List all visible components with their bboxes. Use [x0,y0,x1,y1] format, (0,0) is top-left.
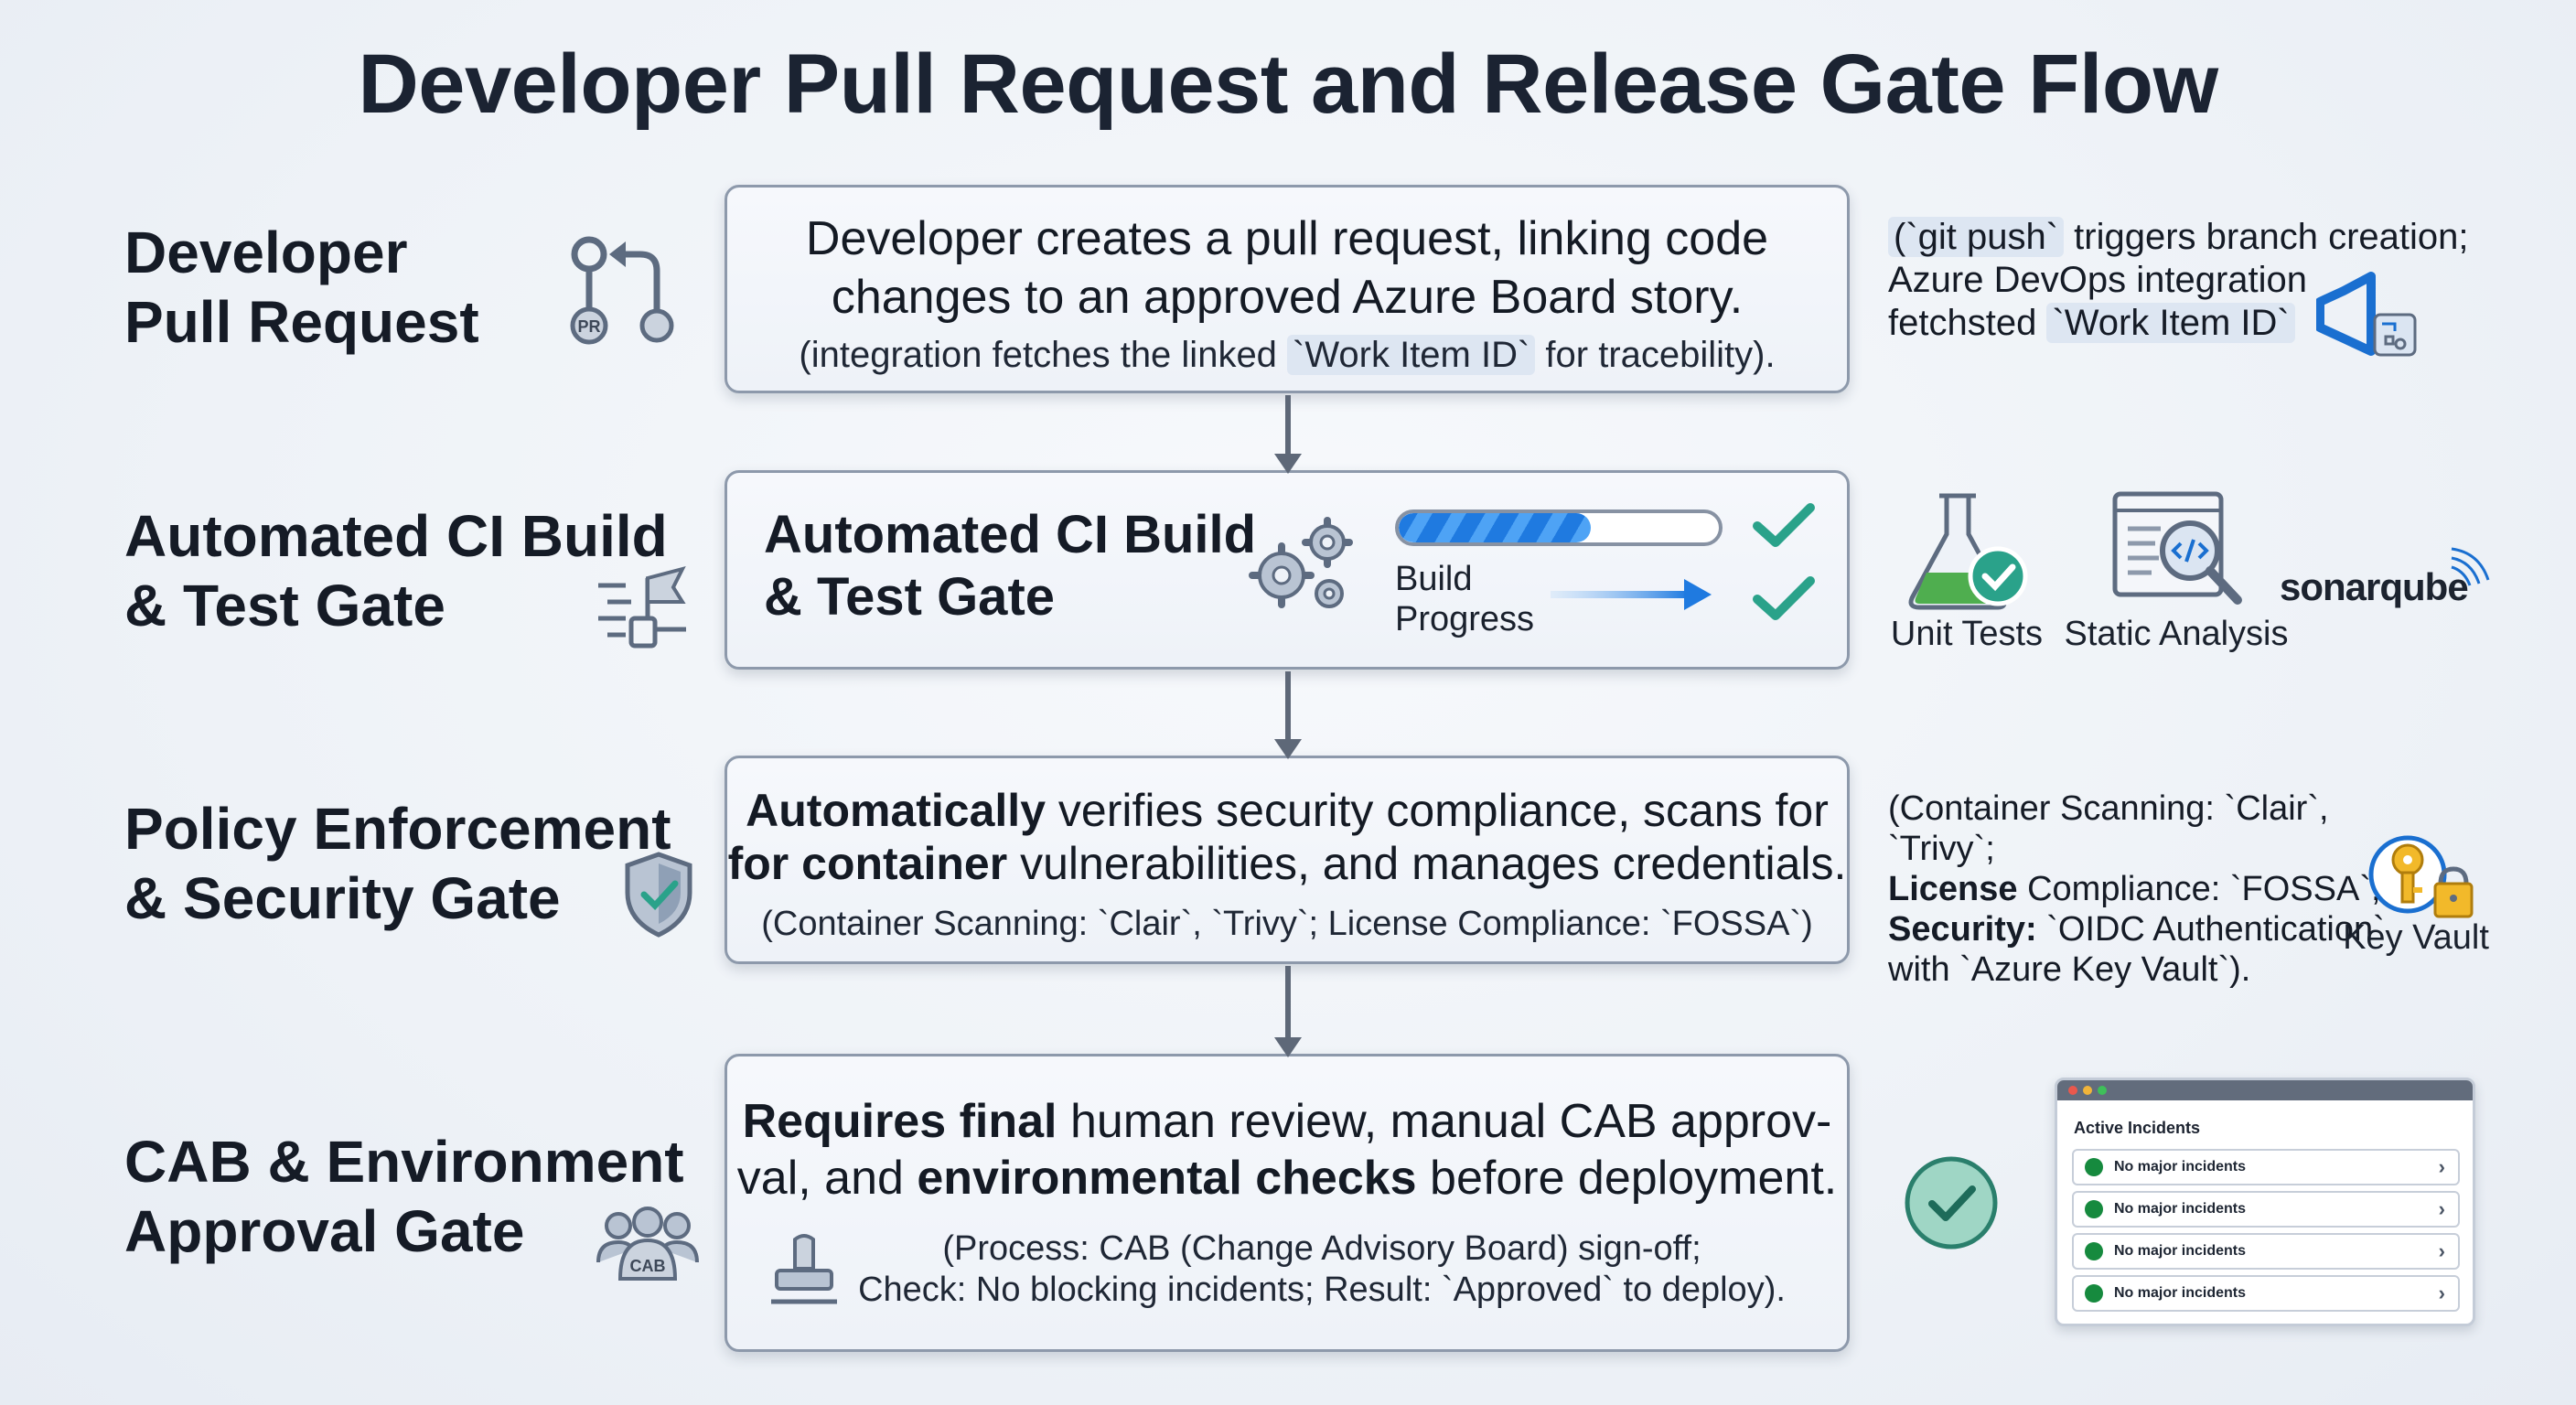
security-side-note: (Container Scanning: `Clair`, `Trivy`; L… [1888,789,2385,989]
pr-badge-text: PR [577,317,600,336]
approved-check-icon [1903,1154,2000,1256]
page-title: Developer Pull Request and Release Gate … [358,38,2218,131]
security-card-line2: for container vulnerabilities, and manag… [727,838,1847,889]
azure-devops-icon [2315,271,2417,361]
stage-label-security: Policy Enforcement & Security Gate [124,796,671,931]
maximize-dot-icon[interactable] [2098,1086,2107,1095]
arrow-right-icon [1551,572,1715,622]
status-dot-icon [2085,1158,2103,1176]
active-incidents-panel: Active Incidents No major incidents› No … [2055,1078,2475,1326]
minimize-dot-icon[interactable] [2083,1086,2092,1095]
cab-card-line2: val, and environmental checks before dep… [736,1152,1838,1205]
connector-line [1285,671,1291,743]
pr-card-line1: Developer creates a pull request, linkin… [805,212,1769,265]
static-analysis-label: Static Analysis [2064,615,2289,653]
connector-arrowhead [1274,1037,1302,1057]
shield-check-icon [622,851,695,943]
check-icon [1752,500,1816,554]
incident-row[interactable]: No major incidents› [2072,1233,2460,1270]
check-icon [1752,574,1816,627]
status-dot-icon [2085,1200,2103,1218]
stage-label-ci-build: Automated CI Build & Test Gate [124,503,668,638]
cab-card: Requires final human review, manual CAB … [724,1054,1850,1352]
connector-arrowhead [1274,454,1302,474]
status-dot-icon [2085,1284,2103,1303]
connector-arrowhead [1274,739,1302,759]
key-vault-label: Key Vault [2343,918,2489,957]
incident-row[interactable]: No major incidents› [2072,1149,2460,1185]
security-card-line1: Automatically verifies security complian… [746,785,1829,836]
ci-card-title: Automated CI Build & Test Gate [764,505,1257,627]
work-item-id-code: `Work Item ID` [1287,335,1536,375]
security-card: Automatically verifies security complian… [724,756,1850,964]
security-card-sub: (Container Scanning: `Clair`, `Trivy`; L… [761,905,1813,943]
cab-card-line1: Requires final human review, manual CAB … [742,1095,1832,1148]
pr-card-sub: (integration fetches the linked `Work It… [799,335,1776,375]
gears-icon [1249,511,1358,626]
connector-line [1285,395,1291,457]
stamp-icon [767,1232,841,1317]
unit-tests-label: Unit Tests [1890,615,2044,653]
code-analysis-icon [2109,490,2247,617]
pull-request-icon: PR [565,229,684,352]
cab-group-icon: CAB [593,1206,703,1287]
sonarqube-logo: sonarqube [2280,565,2469,608]
flask-check-icon [1903,490,2031,617]
status-dot-icon [2085,1242,2103,1260]
stage-label-cab: CAB & Environment Approval Gate [124,1129,684,1264]
pr-side-note: (`git push` triggers branch creation; Az… [1888,217,2469,343]
sonarqube-waves-icon [2448,543,2494,594]
chevron-right-icon: › [2438,1197,2445,1220]
key-vault-icon [2366,832,2479,928]
pr-card-line2: changes to an approved Azure Board story… [831,271,1744,324]
active-incidents-title: Active Incidents [2074,1119,2201,1137]
chevron-right-icon: › [2438,1239,2445,1262]
close-dot-icon[interactable] [2068,1086,2077,1095]
cab-icon-text: CAB [630,1257,666,1275]
window-titlebar [2057,1080,2473,1100]
incident-row[interactable]: No major incidents› [2072,1191,2460,1228]
pipeline-flag-icon [595,565,695,661]
stage-label-pull-request: Developer Pull Request [124,220,479,355]
cab-card-sub: (Process: CAB (Change Advisory Board) si… [858,1229,1786,1309]
chevron-right-icon: › [2438,1282,2445,1304]
incident-row[interactable]: No major incidents› [2072,1275,2460,1312]
build-progress-fill [1399,513,1591,542]
chevron-right-icon: › [2438,1155,2445,1178]
pull-request-card: Developer creates a pull request, linkin… [724,185,1850,393]
build-progress-label: Build Progress [1395,560,1535,638]
build-progress-bar [1395,509,1723,546]
connector-line [1285,966,1291,1041]
ci-build-card: Automated CI Build & Test Gate Build Pro… [724,470,1850,670]
